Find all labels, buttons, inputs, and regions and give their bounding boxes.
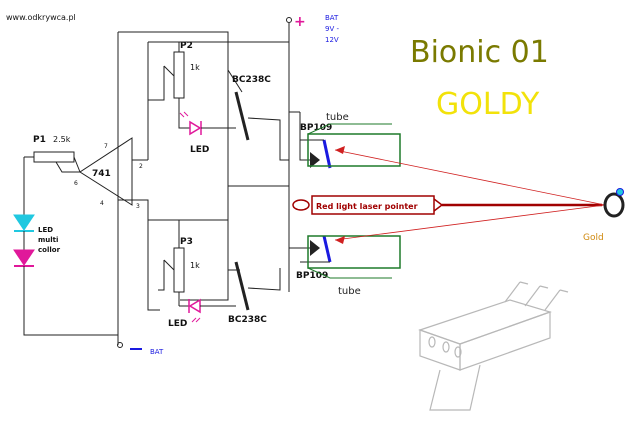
led-top-label: LED (190, 145, 209, 155)
p1-value: 2.5k (53, 135, 71, 144)
led-multi-label-2: multi (38, 236, 58, 244)
reflection-beam-top (334, 149, 606, 206)
bat-label-top: BAT (325, 14, 339, 22)
led-multi-label-3: collor (38, 246, 61, 254)
bat-voltage-2: 12V (325, 36, 339, 44)
bat-label-bottom: BAT (150, 348, 164, 356)
pin-3: 3 (136, 203, 140, 210)
tube-top: tube (307, 112, 401, 167)
p3-label: P3 (180, 237, 193, 247)
p2-label: P2 (180, 41, 193, 51)
potentiometer-p3: P3 1k (158, 220, 200, 306)
photodiode-top: BP109 (299, 112, 332, 169)
photodiode-bottom: BP109 (296, 235, 332, 281)
led-multicolor: LED multi collor (13, 172, 118, 336)
reflection-beam-bottom (334, 204, 606, 241)
title-goldy: GOLDY (436, 87, 540, 122)
pin-2: 2 (139, 163, 143, 170)
tube-bottom: tube (307, 235, 401, 297)
tube-bottom-label: tube (338, 286, 361, 297)
transistor-top: BC238C (212, 69, 289, 161)
title-bionic: Bionic 01 (410, 35, 549, 70)
plus-symbol: + (294, 14, 306, 30)
transistor-bottom-label: BC238C (228, 315, 267, 325)
led-multi-label-1: LED (38, 226, 53, 234)
pin-6: 6 (74, 180, 78, 187)
led-bottom: LED (168, 298, 212, 329)
p3-value: 1k (190, 261, 200, 270)
potentiometer-p2: P2 1k (148, 41, 200, 112)
led-bottom-label: LED (168, 319, 187, 329)
p1-label: P1 (33, 135, 46, 145)
website-label: www.odkrywca.pl (6, 13, 76, 22)
laser-label: Red light laser pointer (316, 202, 418, 211)
gold-label: Gold (583, 233, 604, 243)
led-top: LED (178, 111, 212, 155)
tube-top-label: tube (326, 112, 349, 123)
transistor-top-label: BC238C (232, 75, 271, 85)
potentiometer-p1: P1 2.5k (23, 135, 81, 173)
laser-pointer: Red light laser pointer (292, 195, 444, 215)
opamp-741: 741 7 2 3 4 6 (74, 137, 143, 210)
photodiode-bottom-label: BP109 (296, 271, 328, 281)
pin-4: 4 (100, 200, 104, 207)
gold-ring: Gold (583, 188, 625, 243)
bat-voltage-1: 9V - (325, 25, 339, 33)
p2-value: 1k (190, 63, 200, 72)
battery-minus-terminal: BAT (117, 342, 164, 356)
pin-7: 7 (104, 143, 108, 150)
photodiode-top-label: BP109 (300, 123, 332, 133)
battery-plus-terminal: + BAT 9V - 12V (286, 14, 339, 44)
opamp-label: 741 (92, 169, 111, 179)
device-sketch (418, 281, 569, 411)
transistor-bottom: BC238C (212, 185, 289, 325)
